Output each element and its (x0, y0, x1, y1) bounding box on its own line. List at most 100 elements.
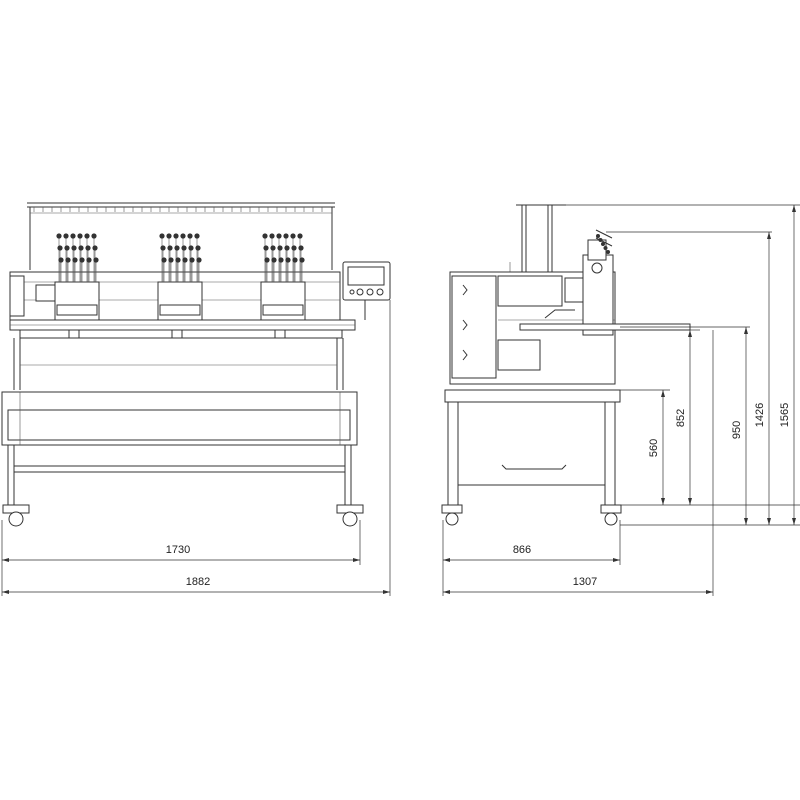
thread-cone (187, 233, 193, 239)
thread-cone (175, 257, 181, 263)
thread-cone (91, 233, 97, 239)
embroidery-head (54, 233, 100, 339)
thread-cone (166, 233, 172, 239)
thread-cone (270, 245, 276, 251)
dim-side-inner: 866 (442, 520, 621, 596)
thread-cone (72, 257, 78, 263)
thread-cone (93, 257, 99, 263)
thread-cone (57, 245, 63, 251)
thread-cone (194, 233, 200, 239)
thread-cone (189, 257, 195, 263)
dim-label-1882: 1882 (186, 576, 210, 588)
panel-button (366, 288, 374, 296)
dim-heights: 560 852 950 1426 1565 (566, 204, 800, 526)
thread-cone (161, 257, 167, 263)
thread-cone (262, 233, 268, 239)
head-bracket (274, 329, 286, 339)
side-caster (441, 504, 463, 514)
embroidery-heads (54, 233, 306, 339)
thread-cone (64, 245, 70, 251)
thread-cone (78, 245, 84, 251)
thread-cone (92, 245, 98, 251)
thread-cone (271, 257, 277, 263)
thread-cone (63, 233, 69, 239)
thread-cone (56, 233, 62, 239)
thread-cone (277, 245, 283, 251)
thread-rack (27, 202, 335, 270)
dim-label-560: 560 (648, 439, 660, 457)
thread-cone (182, 257, 188, 263)
thread-cone (77, 233, 83, 239)
dim-front-inner: 1730 (1, 520, 361, 596)
thread-cone (188, 245, 194, 251)
tension-knob (601, 242, 605, 246)
thread-cone (181, 245, 187, 251)
thread-cone (70, 233, 76, 239)
thread-cone (58, 257, 64, 263)
thread-cone (299, 257, 305, 263)
thread-cone (159, 233, 165, 239)
dim-side-total: 1307 (443, 330, 714, 596)
dim-label-1565: 1565 (779, 403, 791, 427)
tension-knob (596, 234, 600, 238)
thread-cone (297, 233, 303, 239)
thread-cone (167, 245, 173, 251)
rack-spool-pins (33, 207, 323, 212)
front-view: 1730 1882 (1, 202, 391, 596)
panel-button (376, 288, 384, 296)
thread-cone (71, 245, 77, 251)
thread-cone (298, 245, 304, 251)
thread-cone (86, 257, 92, 263)
tension-knob (598, 238, 603, 242)
thread-cone (283, 233, 289, 239)
control-panel (342, 261, 391, 320)
thread-cone (174, 245, 180, 251)
dim-label-1730: 1730 (166, 544, 190, 556)
dim-label-866: 866 (513, 544, 531, 556)
side-crossbeam (444, 389, 621, 403)
panel-button (356, 288, 364, 296)
thread-cone (264, 257, 270, 263)
head-bracket (171, 329, 183, 339)
thread-cone (290, 233, 296, 239)
caster-wheel (342, 511, 358, 527)
thread-cone (195, 245, 201, 251)
thread-cone (173, 233, 179, 239)
dim-label-1426: 1426 (754, 403, 766, 427)
caster-wheel (8, 511, 24, 527)
thread-cone (180, 233, 186, 239)
tension-knob (603, 246, 608, 250)
panel-button (349, 289, 355, 295)
thread-cone (65, 257, 71, 263)
thread-cone (278, 257, 284, 263)
thread-cone (85, 245, 91, 251)
dim-front-total: 1882 (2, 300, 391, 596)
left-side-cover (9, 275, 25, 317)
left-motor-housing (35, 284, 57, 302)
side-panel (451, 275, 497, 379)
thread-cone (263, 245, 269, 251)
control-screen (347, 266, 385, 286)
dim-label-950: 950 (731, 421, 743, 439)
thread-cone (276, 233, 282, 239)
embroidery-head (260, 233, 306, 339)
thread-cone (291, 245, 297, 251)
dim-label-852: 852 (675, 409, 687, 427)
front-stand (1, 338, 364, 527)
thread-cone (79, 257, 85, 263)
thread-cone (168, 257, 174, 263)
thread-cone (196, 257, 202, 263)
thread-cone (292, 257, 298, 263)
tension-knob (606, 250, 610, 254)
head-bracket (68, 329, 80, 339)
thread-cone (84, 233, 90, 239)
dim-label-1307: 1307 (573, 576, 597, 588)
side-view: 866 1307 560 852 (441, 204, 800, 596)
thread-cone (284, 245, 290, 251)
thread-cone (269, 233, 275, 239)
thread-cone (160, 245, 166, 251)
embroidery-head (157, 233, 203, 339)
thread-cone (285, 257, 291, 263)
side-caster (600, 504, 622, 514)
